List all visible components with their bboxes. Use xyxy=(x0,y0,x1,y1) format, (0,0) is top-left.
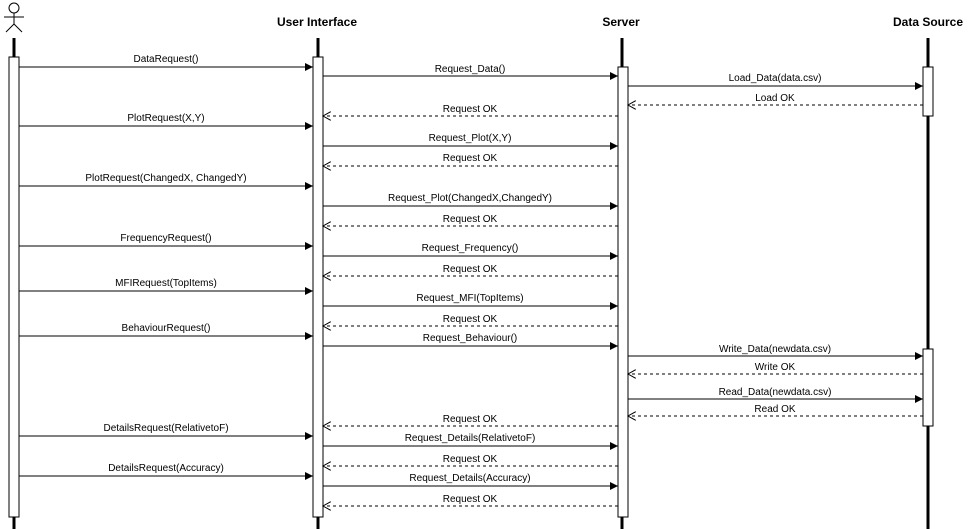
message-label: Request OK xyxy=(443,104,498,115)
message-12: FrequencyRequest() xyxy=(19,233,313,250)
message-9: PlotRequest(ChangedX, ChangedY) xyxy=(19,173,313,190)
message-3: Load_Data(data.csv) xyxy=(628,73,923,90)
message-label: Request OK xyxy=(443,414,498,425)
message-label: Request_Data() xyxy=(435,64,506,75)
message-label: Request_Behaviour() xyxy=(423,333,518,344)
participant-label-ui: User Interface xyxy=(277,15,357,29)
message-label: Request OK xyxy=(443,454,498,465)
message-label: Request OK xyxy=(443,494,498,505)
message-10: Request_Plot(ChangedX,ChangedY) xyxy=(323,193,618,210)
message-17: Request OK xyxy=(323,314,618,326)
message-11: Request OK xyxy=(323,214,618,226)
message-label: Write OK xyxy=(755,362,796,373)
message-label: MFIRequest(TopItems) xyxy=(115,278,217,289)
message-19: Request_Behaviour() xyxy=(323,333,618,350)
message-label: Read OK xyxy=(754,404,795,415)
message-13: Request_Frequency() xyxy=(323,243,618,260)
message-label: Request OK xyxy=(443,264,498,275)
message-6: PlotRequest(X,Y) xyxy=(19,113,313,130)
activation-data-1 xyxy=(922,66,934,117)
activation-ui xyxy=(312,56,324,518)
message-label: Request OK xyxy=(443,214,498,225)
message-15: MFIRequest(TopItems) xyxy=(19,278,313,295)
message-label: BehaviourRequest() xyxy=(122,323,211,334)
message-2: Request_Data() xyxy=(323,64,618,80)
message-18: BehaviourRequest() xyxy=(19,323,313,340)
message-8: Request OK xyxy=(323,153,618,166)
message-label: Request_Frequency() xyxy=(422,243,519,254)
message-23: Read OK xyxy=(628,404,923,416)
message-label: DataRequest() xyxy=(133,54,198,65)
message-26: Request_Details(RelativetoF) xyxy=(323,433,618,450)
message-29: Request_Details(Accuracy) xyxy=(323,473,618,490)
message-label: PlotRequest(ChangedX, ChangedY) xyxy=(85,173,246,184)
message-label: Request_Details(RelativetoF) xyxy=(405,433,536,444)
message-label: Load OK xyxy=(755,93,795,104)
message-label: PlotRequest(X,Y) xyxy=(127,113,204,124)
messages: DataRequest() Request_Data() Load_Data(d… xyxy=(19,54,923,506)
message-25: DetailsRequest(RelativetoF) xyxy=(19,423,313,440)
participant-label-server: Server xyxy=(602,15,640,29)
message-16: Request_MFI(TopItems) xyxy=(323,293,618,310)
message-label: Request_MFI(TopItems) xyxy=(416,293,523,304)
participant-label-data-source: Data Source xyxy=(893,15,963,29)
message-30: Request OK xyxy=(323,494,618,506)
message-label: FrequencyRequest() xyxy=(120,233,211,244)
activation-user xyxy=(8,56,20,518)
message-label: Request_Plot(ChangedX,ChangedY) xyxy=(388,193,552,204)
message-label: Read_Data(newdata.csv) xyxy=(719,387,832,398)
message-1: DataRequest() xyxy=(19,54,313,71)
message-24: Request OK xyxy=(323,414,618,426)
message-7: Request_Plot(X,Y) xyxy=(323,133,618,150)
user-actor-icon xyxy=(4,2,24,33)
message-21: Write OK xyxy=(628,362,923,374)
activation-server xyxy=(617,66,629,518)
message-label: DetailsRequest(RelativetoF) xyxy=(103,423,228,434)
message-label: Load_Data(data.csv) xyxy=(729,73,822,84)
message-label: Request_Plot(X,Y) xyxy=(429,133,512,144)
message-label: Request OK xyxy=(443,153,498,164)
message-label: DetailsRequest(Accuracy) xyxy=(108,463,224,474)
message-27: Request OK xyxy=(323,454,618,466)
message-label: Write_Data(newdata.csv) xyxy=(719,344,831,355)
message-14: Request OK xyxy=(323,264,618,276)
message-label: Request OK xyxy=(443,314,498,325)
message-20: Write_Data(newdata.csv) xyxy=(628,344,923,360)
message-4: Load OK xyxy=(628,93,923,105)
activation-bars xyxy=(8,56,934,518)
message-28: DetailsRequest(Accuracy) xyxy=(19,463,313,480)
activation-data-2 xyxy=(922,348,934,427)
message-5: Request OK xyxy=(323,104,618,116)
message-22: Read_Data(newdata.csv) xyxy=(628,387,923,403)
message-label: Request_Details(Accuracy) xyxy=(409,473,530,484)
